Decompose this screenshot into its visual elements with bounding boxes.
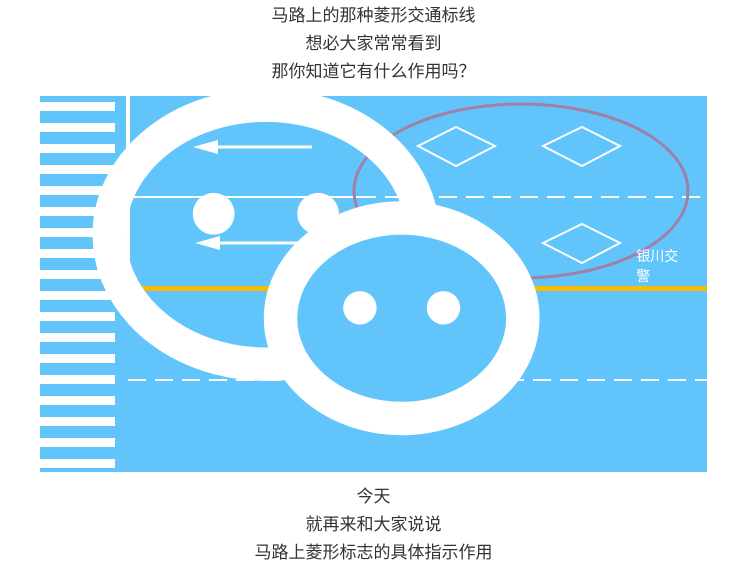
diamond-marking <box>415 125 498 168</box>
watermark-text: 银川交警 <box>636 249 679 285</box>
wechat-icon <box>92 88 540 436</box>
outro-caption-line: 马路上菱形标志的具体指示作用 <box>254 543 493 563</box>
direction-arrow-left-icon <box>193 140 312 154</box>
diamond-marking <box>540 125 623 168</box>
intro-caption: 马路上的那种菱形交通标线 想必大家常常看到 那你知道它有什么作用吗？ <box>0 2 747 86</box>
crosswalk <box>40 102 115 468</box>
intro-caption-line: 那你知道它有什么作用吗？ <box>271 62 476 82</box>
outro-caption-line: 今天 <box>356 487 391 507</box>
road-marking-illustration: 银川交警 <box>40 88 707 472</box>
diamond-marking <box>540 222 623 265</box>
outro-caption: 今天 就再来和大家说说 马路上菱形标志的具体指示作用 <box>0 483 747 567</box>
intro-caption-line: 马路上的那种菱形交通标线 <box>271 6 476 26</box>
outro-caption-line: 就再来和大家说说 <box>305 515 442 535</box>
watermark: 银川交警 <box>4 78 689 454</box>
intro-caption-line: 想必大家常常看到 <box>305 34 442 54</box>
